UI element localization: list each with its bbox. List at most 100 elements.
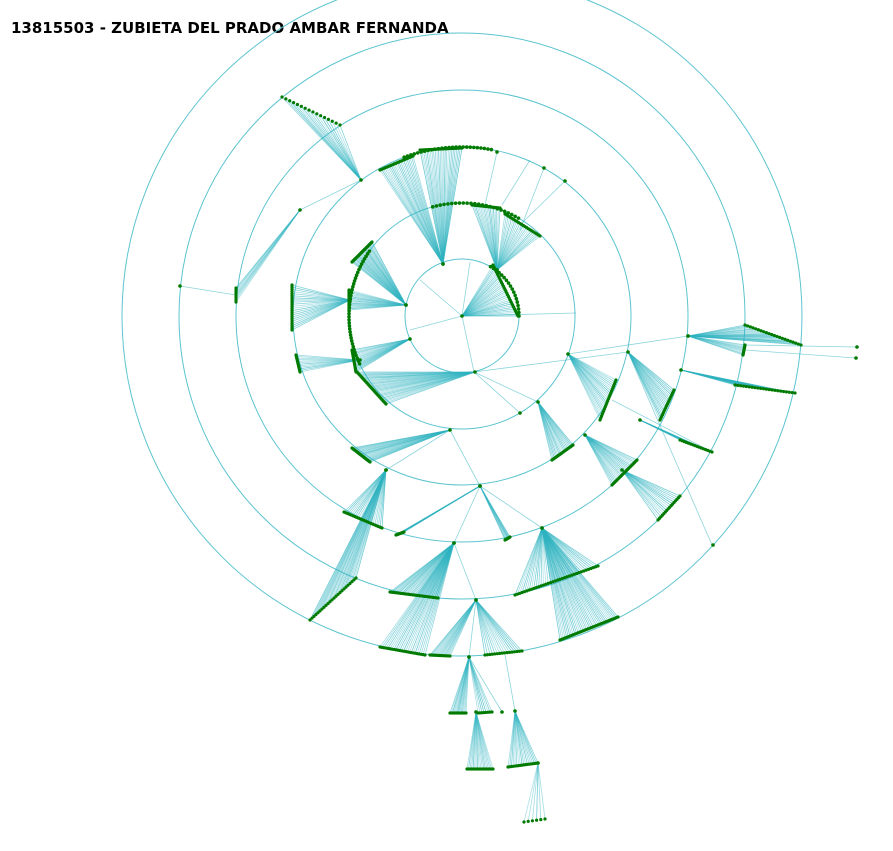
- tree-node: [733, 383, 737, 387]
- tree-edge: [400, 161, 444, 265]
- fan-left-1: [348, 289, 407, 311]
- tree-edge: [348, 302, 407, 306]
- tree-edge: [744, 349, 857, 359]
- tree-node: [678, 494, 682, 498]
- tree-edge: [351, 469, 387, 582]
- tree-node-hub: [460, 314, 464, 318]
- tree-node: [743, 323, 747, 327]
- tree-edge: [461, 656, 470, 714]
- fan-descend-4: [507, 710, 539, 768]
- tree-node: [495, 206, 500, 211]
- tree-node: [303, 106, 307, 110]
- tree-node-hub: [620, 468, 624, 472]
- tree-edge: [541, 527, 563, 640]
- tree-node: [419, 150, 423, 154]
- tree-node-hub: [583, 433, 587, 437]
- tree-node: [672, 388, 676, 392]
- tree-node: [741, 353, 745, 357]
- tree-edge: [406, 542, 455, 595]
- tree-node: [347, 324, 352, 328]
- tree-node-hub: [540, 526, 544, 530]
- tree-edge: [627, 351, 675, 391]
- tree-edge: [496, 227, 527, 271]
- tree-node: [736, 383, 740, 387]
- tree-node: [756, 386, 760, 390]
- tree-edge: [235, 209, 301, 301]
- tree-edge: [461, 310, 516, 317]
- tree-node: [502, 275, 506, 280]
- tree-edge: [475, 599, 488, 655]
- tree-edge: [351, 338, 411, 351]
- tree-edge: [567, 353, 601, 421]
- tree-node: [347, 327, 352, 331]
- tree-node: [500, 651, 504, 655]
- tree-edge: [442, 147, 463, 265]
- tree-edge: [291, 299, 351, 331]
- tree-edge: [474, 205, 498, 271]
- tree-edge: [567, 353, 617, 381]
- tree-node: [402, 155, 406, 159]
- tree-node-hub: [679, 368, 683, 372]
- tree-node: [471, 145, 476, 150]
- tree-edge: [537, 401, 563, 454]
- tree-edge: [349, 469, 387, 515]
- tree-node: [508, 284, 513, 288]
- tree-node-hub: [536, 400, 540, 404]
- tree-edge: [468, 656, 493, 713]
- fan-descend-5: [523, 762, 546, 823]
- tree-node: [311, 110, 315, 114]
- tree-node: [443, 146, 448, 150]
- tree-edge: [621, 469, 663, 516]
- tree-node: [347, 311, 351, 316]
- tree-node: [520, 649, 524, 653]
- tree-edge: [514, 710, 528, 765]
- tree-edge: [398, 542, 455, 594]
- tree-node: [506, 281, 511, 285]
- tree-edge: [291, 291, 351, 301]
- tree-node: [710, 450, 714, 454]
- tree-edge: [411, 156, 444, 265]
- tree-edge: [484, 151, 498, 206]
- tree-node: [502, 209, 507, 214]
- tree-edge: [468, 656, 491, 713]
- tree-edge: [299, 359, 361, 373]
- fan-bottom-5: [429, 599, 477, 657]
- tree-node: [770, 388, 774, 392]
- tree-edge: [461, 291, 507, 317]
- tree-edge: [446, 599, 477, 657]
- tree-edge: [356, 469, 387, 518]
- tree-node: [493, 652, 497, 656]
- tree-node: [178, 284, 182, 288]
- tree-edge: [327, 469, 387, 604]
- tree-node: [446, 202, 450, 206]
- tree-node: [357, 267, 361, 272]
- tree-node-hub: [686, 334, 690, 338]
- tree-edge: [621, 469, 662, 518]
- tree-node-hub: [384, 468, 388, 472]
- tree-edge: [527, 762, 539, 822]
- tree-edge: [435, 599, 477, 656]
- tree-node: [347, 321, 352, 325]
- tree-node: [517, 314, 521, 318]
- tree-edge: [468, 599, 477, 658]
- tree-node: [370, 240, 374, 244]
- tree-node: [518, 411, 522, 415]
- tree-edge: [295, 354, 361, 361]
- tree-node: [571, 443, 575, 447]
- fan-top-4: [496, 213, 541, 271]
- tree-edge: [371, 241, 407, 306]
- tree-node: [767, 331, 771, 336]
- tree-node: [516, 307, 521, 311]
- tree-edge: [537, 762, 546, 820]
- tree-node: [476, 202, 481, 207]
- tree-node: [457, 145, 462, 149]
- tree-node: [430, 205, 435, 209]
- fan-bottom-2: [479, 485, 511, 541]
- tree-node-hub: [478, 484, 482, 488]
- tree-edge: [385, 371, 476, 405]
- tree-node: [767, 387, 771, 392]
- tree-edge: [449, 429, 481, 487]
- tree-edge: [353, 338, 411, 361]
- tree-edge: [313, 469, 387, 617]
